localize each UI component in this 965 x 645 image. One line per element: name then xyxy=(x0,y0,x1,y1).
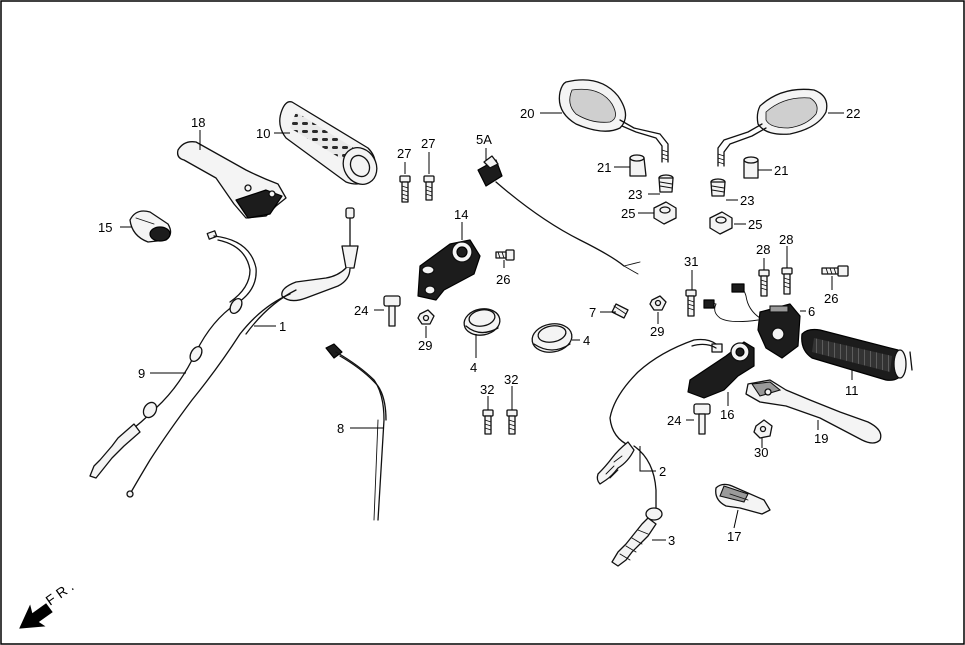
callout-6: 6 xyxy=(808,304,815,319)
bolt-part-27-b xyxy=(423,175,435,201)
mirror-part-20 xyxy=(558,79,669,163)
bolt-part-23-b xyxy=(710,178,726,197)
callout-24b: 24 xyxy=(667,413,681,428)
callout-31: 31 xyxy=(684,254,698,269)
bolt-part-26-a xyxy=(495,249,515,261)
nut-part-21-b xyxy=(743,156,759,179)
pin-part-7 xyxy=(611,303,629,319)
callout-19: 19 xyxy=(814,431,828,446)
callout-3: 3 xyxy=(668,533,675,548)
switch-cover-part-15 xyxy=(129,210,172,243)
callout-26b: 26 xyxy=(824,291,838,306)
callout-9: 9 xyxy=(138,366,145,381)
nut-part-25-a xyxy=(653,201,677,225)
bolt-part-32-a xyxy=(482,409,494,435)
callout-27a: 27 xyxy=(397,146,411,161)
throttle-grip-part-10 xyxy=(279,101,378,185)
master-cylinder-part-16 xyxy=(609,338,755,447)
front-direction-indicator: F R . xyxy=(19,578,77,629)
brake-lever-part-19 xyxy=(745,379,882,444)
cable-part-1 xyxy=(126,207,359,498)
callout-16: 16 xyxy=(720,407,734,422)
callout-4a: 4 xyxy=(470,360,477,375)
bolt-part-27-a xyxy=(399,175,411,203)
bolt-part-24-b xyxy=(693,403,711,435)
callout-2: 2 xyxy=(659,464,666,479)
clutch-lever-part-18 xyxy=(176,141,287,219)
callout-8: 8 xyxy=(337,421,344,436)
callout-23a: 23 xyxy=(628,187,642,202)
mirror-part-22 xyxy=(717,88,828,167)
bolt-part-31 xyxy=(685,289,697,317)
master-clamp-part-14 xyxy=(417,239,481,301)
clamp-part-4-a xyxy=(463,308,501,336)
grip-part-11 xyxy=(801,328,913,381)
front-label: F R . xyxy=(43,578,77,609)
bolt-part-28-b xyxy=(781,267,793,295)
callout-10: 10 xyxy=(256,126,270,141)
callout-27b: 27 xyxy=(421,136,435,151)
clamp-part-4-b xyxy=(531,323,573,353)
speedometer-cable-part-8 xyxy=(325,343,387,521)
switch-part-5a xyxy=(477,155,641,275)
callout-labels: 10 18 15 9 1 8 27 27 5A 14 26 24 29 4 4 … xyxy=(98,106,860,548)
front-arrow-icon xyxy=(19,603,53,629)
bolt-part-24-a xyxy=(383,295,401,327)
leader-lines xyxy=(120,112,853,541)
cable-part-9 xyxy=(89,230,257,479)
bolt-part-32-b xyxy=(506,409,518,435)
callout-29a: 29 xyxy=(418,338,432,353)
callout-25b: 25 xyxy=(748,217,762,232)
callout-21b: 21 xyxy=(774,163,788,178)
callout-15: 15 xyxy=(98,220,112,235)
callout-24a: 24 xyxy=(354,303,368,318)
callout-17: 17 xyxy=(727,529,741,544)
callout-32b: 32 xyxy=(504,372,518,387)
nut-part-30 xyxy=(753,419,773,439)
bolt-part-28-a xyxy=(758,269,770,297)
callout-4b: 4 xyxy=(583,333,590,348)
callout-20: 20 xyxy=(520,106,534,121)
callout-30: 30 xyxy=(754,445,768,460)
bolt-part-23-a xyxy=(658,174,674,193)
callout-29b: 29 xyxy=(650,324,664,339)
switch-housing-part-6 xyxy=(703,283,801,359)
boot-cable-part-2 xyxy=(596,441,657,511)
callout-26a: 26 xyxy=(496,272,510,287)
callout-14: 14 xyxy=(454,207,468,222)
nut-part-21-a xyxy=(629,154,647,177)
callout-28b: 28 xyxy=(779,232,793,247)
callout-28a: 28 xyxy=(756,242,770,257)
callout-25a: 25 xyxy=(621,206,635,221)
callout-21a: 21 xyxy=(597,160,611,175)
bolt-part-26-b xyxy=(821,265,849,277)
callout-18: 18 xyxy=(191,115,205,130)
nut-part-29-a xyxy=(417,309,435,325)
cover-part-17 xyxy=(715,483,771,515)
callout-11: 11 xyxy=(845,383,859,398)
callout-22: 22 xyxy=(846,106,860,121)
callout-1: 1 xyxy=(279,319,286,334)
callout-23b: 23 xyxy=(740,193,754,208)
boot-part-3 xyxy=(611,507,663,567)
nut-part-29-b xyxy=(649,295,667,311)
nut-part-25-b xyxy=(709,211,733,235)
callout-7: 7 xyxy=(589,305,596,320)
callout-5a: 5A xyxy=(476,132,492,147)
callout-32a: 32 xyxy=(480,382,494,397)
